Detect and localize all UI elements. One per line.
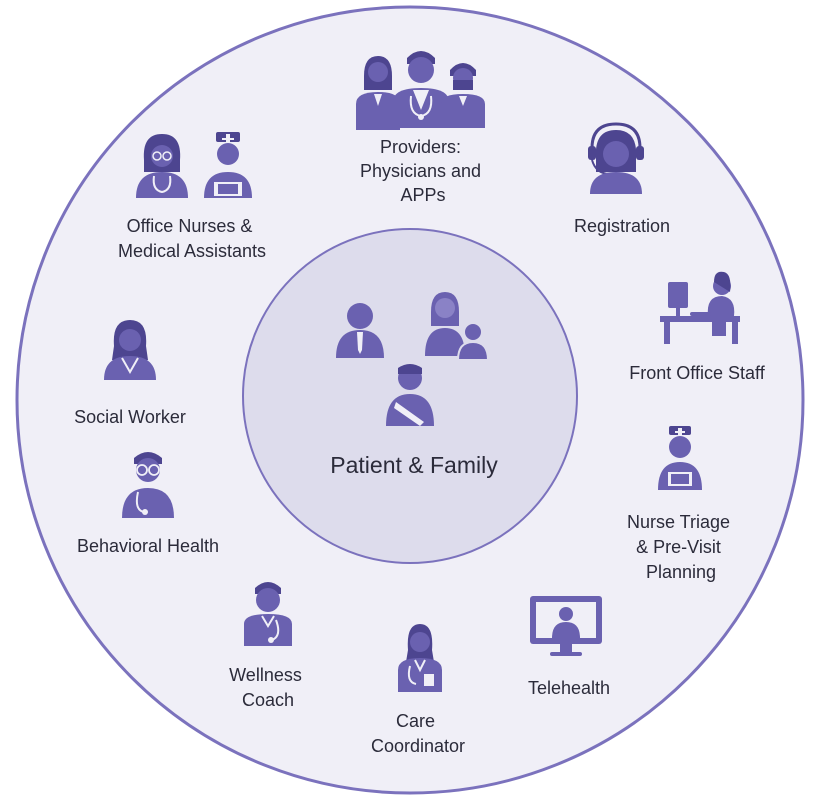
coordinator-icon xyxy=(398,624,442,692)
man-icon xyxy=(336,303,384,358)
role-registration: Registration xyxy=(574,122,670,236)
social-worker-label: Social Worker xyxy=(74,407,186,427)
patient-with-sling-icon xyxy=(386,364,434,426)
center-label: Patient & Family xyxy=(330,452,498,478)
nurses-pair-icon xyxy=(136,132,252,198)
role-nurse-triage: Nurse Triage & Pre-Visit Planning xyxy=(627,426,735,582)
nurse-icon xyxy=(658,426,702,490)
glasses-doctor-icon xyxy=(122,452,174,518)
role-providers: Providers: Physicians and APPs xyxy=(356,51,486,205)
role-office-nurses: Office Nurses & Medical Assistants xyxy=(118,132,266,261)
providers-group-icon xyxy=(356,51,485,130)
registration-label: Registration xyxy=(574,216,670,236)
role-front-office: Front Office Staff xyxy=(629,271,766,383)
providers-label: Providers: Physicians and APPs xyxy=(360,137,486,205)
care-coordinator-label: Care Coordinator xyxy=(371,711,465,756)
patient-family-group: Patient & Family xyxy=(330,292,498,478)
role-behavioral-health: Behavioral Health xyxy=(77,452,219,556)
nurse-triage-label: Nurse Triage & Pre-Visit Planning xyxy=(627,512,735,582)
front-office-label: Front Office Staff xyxy=(629,363,765,383)
role-telehealth: Telehealth xyxy=(528,596,610,698)
telehealth-label: Telehealth xyxy=(528,678,610,698)
mother-and-child-icon xyxy=(425,292,490,361)
headset-operator-icon xyxy=(588,122,644,194)
desk-worker-icon xyxy=(660,271,740,344)
role-care-coordinator: Care Coordinator xyxy=(371,624,465,756)
woman-bust-icon xyxy=(104,320,156,380)
coach-icon xyxy=(244,582,292,646)
role-social-worker: Social Worker xyxy=(74,320,186,427)
wellness-coach-label: Wellness Coach xyxy=(229,665,307,710)
monitor-person-icon xyxy=(530,596,602,656)
office-nurses-label: Office Nurses & Medical Assistants xyxy=(118,216,266,261)
role-wellness-coach: Wellness Coach xyxy=(229,582,307,710)
behavioral-health-label: Behavioral Health xyxy=(77,536,219,556)
